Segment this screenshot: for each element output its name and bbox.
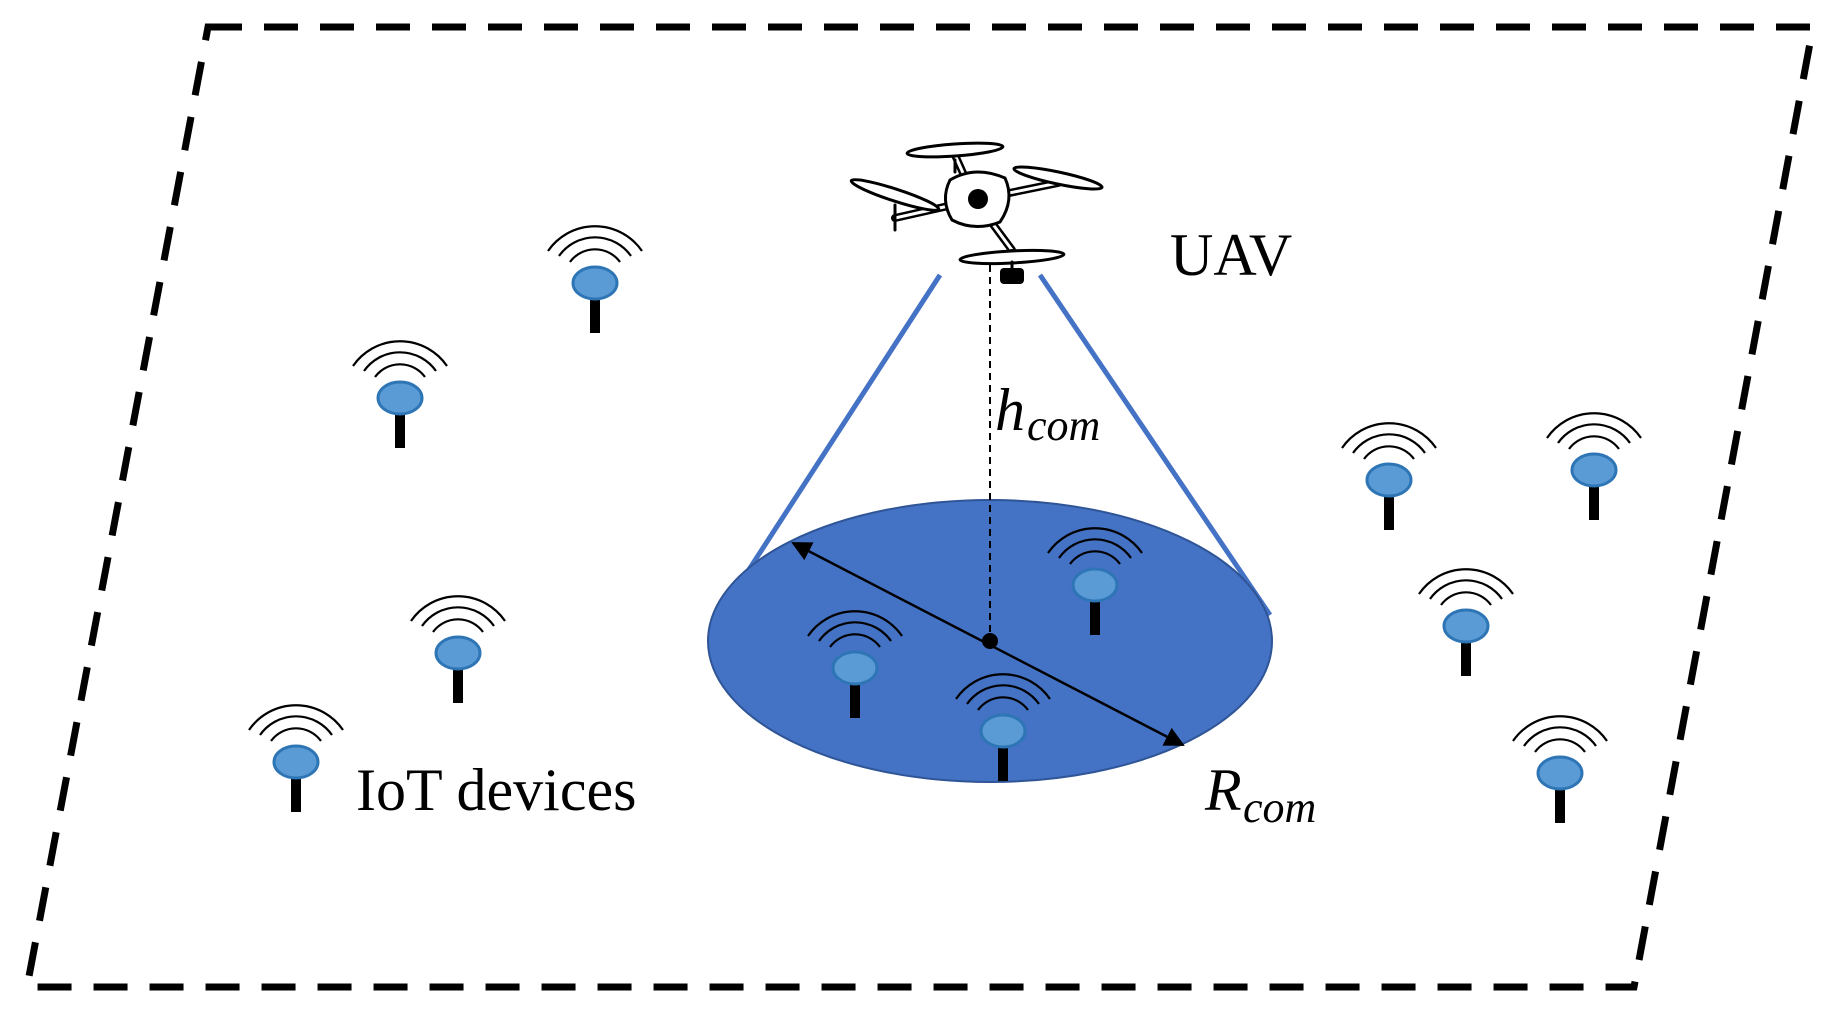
iot-device-icon [247,703,345,814]
service-area-boundary [22,23,1818,991]
iot-device-icon [409,594,507,705]
uav-label: UAV [1170,222,1292,288]
iot-device-icon [351,339,449,450]
iot-devices-label: IoT devices [356,757,636,823]
beam-line-left [723,273,943,607]
height-label: h com [995,377,1100,450]
radius-arrow [791,541,1185,747]
quadcopter-drone-icon [849,141,1104,284]
height-symbol: h [995,377,1025,443]
iot-device-icon [1545,411,1643,522]
beam-line-right [1037,273,1273,617]
radius-symbol: R [1204,757,1242,823]
iot-device-icon [1511,714,1609,825]
radius-label: R com [1204,757,1316,832]
height-subscript: com [1027,401,1100,450]
iot-device-icon [546,224,644,335]
iot-device-icon [1417,567,1515,678]
iot-device-icon [1340,421,1438,532]
radius-subscript: com [1243,783,1316,832]
